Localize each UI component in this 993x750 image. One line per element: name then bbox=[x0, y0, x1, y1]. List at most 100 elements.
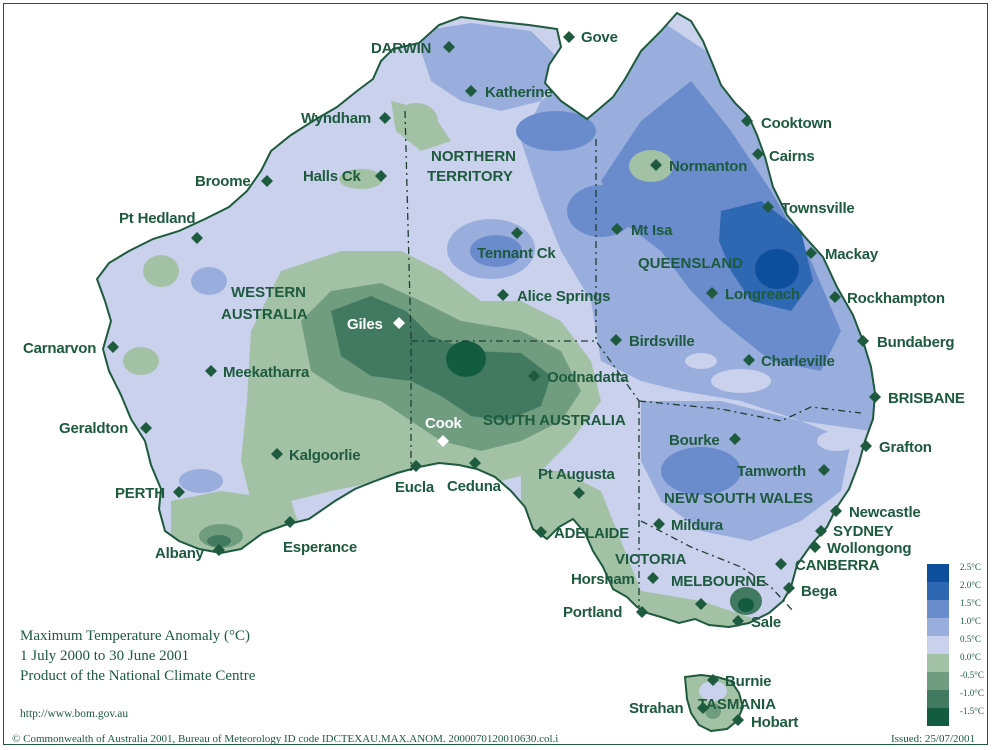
oodnadatta-label: Oodnadatta bbox=[547, 369, 629, 386]
state-borders bbox=[404, 110, 862, 612]
region-labels: NORTHERN TERRITORY QUEENSLAND WESTERN AU… bbox=[221, 148, 813, 713]
melbourne-marker bbox=[695, 598, 707, 610]
alice-springs-marker bbox=[497, 289, 509, 301]
ceduna-marker bbox=[469, 457, 481, 469]
pt-augusta-label: Pt Augusta bbox=[538, 466, 615, 483]
ceduna-label: Ceduna bbox=[447, 478, 502, 495]
tasmania-zone-2 bbox=[705, 703, 721, 719]
townsville-marker bbox=[762, 201, 774, 213]
pt-augusta-marker bbox=[573, 487, 585, 499]
mackay-label: Mackay bbox=[825, 246, 879, 263]
cook-label: Cook bbox=[425, 415, 463, 432]
bundaberg-marker bbox=[857, 335, 869, 347]
copyright-notice: © Commonwealth of Australia 2001, Bureau… bbox=[12, 733, 559, 745]
tamworth-label: Tamworth bbox=[737, 463, 806, 480]
newcastle-marker bbox=[830, 505, 842, 517]
katherine-marker bbox=[465, 85, 477, 97]
mildura-label: Mildura bbox=[671, 517, 724, 534]
grafton-marker bbox=[860, 440, 872, 452]
source-url: http://www.bom.gov.au bbox=[20, 708, 129, 720]
rockhampton-label: Rockhampton bbox=[847, 290, 945, 307]
legend-swatch bbox=[927, 636, 949, 654]
esperance-label: Esperance bbox=[283, 539, 357, 556]
geraldton-marker bbox=[140, 422, 152, 434]
gove-marker bbox=[563, 31, 575, 43]
halls-ck-marker bbox=[375, 170, 387, 182]
legend-swatch bbox=[927, 600, 949, 618]
map-producer: Product of the National Climate Centre bbox=[20, 668, 256, 684]
sydney-label: SYDNEY bbox=[833, 523, 894, 540]
perth-label: PERTH bbox=[115, 485, 165, 502]
mainland-coastline bbox=[95, 11, 877, 629]
gove-label: Gove bbox=[581, 29, 618, 46]
legend-label: 2.5°C bbox=[960, 562, 981, 572]
region-nt: NORTHERN bbox=[431, 148, 516, 165]
tasmania-zone bbox=[699, 681, 727, 701]
eucla-label: Eucla bbox=[395, 479, 435, 496]
rockhampton-marker bbox=[829, 291, 841, 303]
tennant-ck-marker bbox=[511, 227, 523, 239]
region-nt-2: TERRITORY bbox=[427, 168, 513, 185]
portland-label: Portland bbox=[563, 604, 622, 621]
longreach-marker bbox=[706, 287, 718, 299]
wyndham-label: Wyndham bbox=[301, 110, 371, 127]
bundaberg-label: Bundaberg bbox=[877, 334, 954, 351]
bourke-label: Bourke bbox=[669, 432, 719, 449]
kalgoorlie-label: Kalgoorlie bbox=[289, 447, 360, 464]
hobart-label: Hobart bbox=[751, 714, 798, 731]
charleville-marker bbox=[743, 354, 755, 366]
region-wa-2: AUSTRALIA bbox=[221, 306, 308, 323]
anomaly-zones bbox=[123, 21, 875, 627]
carnarvon-label: Carnarvon bbox=[23, 340, 96, 357]
eucla-marker bbox=[410, 460, 422, 472]
legend-label: -1.0°C bbox=[960, 688, 984, 698]
hobart-marker bbox=[732, 714, 744, 726]
pt-hedland-label: Pt Hedland bbox=[119, 210, 195, 227]
birdsville-marker bbox=[610, 334, 622, 346]
legend-swatch bbox=[927, 564, 949, 582]
legend-swatch bbox=[927, 690, 949, 708]
legend-swatch bbox=[927, 708, 949, 726]
legend-swatch bbox=[927, 582, 949, 600]
cairns-label: Cairns bbox=[769, 148, 815, 165]
map-frame: NORTHERN TERRITORY QUEENSLAND WESTERN AU… bbox=[3, 3, 988, 745]
perth-marker bbox=[173, 486, 185, 498]
tamworth-marker bbox=[818, 464, 830, 476]
charleville-label: Charleville bbox=[761, 353, 835, 370]
map-title-block: Maximum Temperature Anomaly (°C) 1 July … bbox=[20, 626, 255, 686]
halls-ck-label: Halls Ck bbox=[303, 168, 361, 185]
sale-label: Sale bbox=[751, 614, 781, 631]
region-sa: SOUTH AUSTRALIA bbox=[483, 412, 626, 429]
darwin-marker bbox=[443, 41, 455, 53]
mt-isa-marker bbox=[611, 223, 623, 235]
horsham-marker bbox=[647, 572, 659, 584]
meekatharra-marker bbox=[205, 365, 217, 377]
albany-marker bbox=[213, 544, 225, 556]
legend-label: 2.0°C bbox=[960, 580, 981, 590]
wollongong-label: Wollongong bbox=[827, 540, 911, 557]
birdsville-label: Birdsville bbox=[629, 333, 695, 350]
canberra-marker bbox=[775, 558, 787, 570]
cooktown-marker bbox=[741, 115, 753, 127]
burnie-marker bbox=[707, 674, 719, 686]
anomaly-map: NORTHERN TERRITORY QUEENSLAND WESTERN AU… bbox=[23, 11, 965, 733]
adelaide-label: ADELAIDE bbox=[554, 525, 629, 542]
melbourne-label: MELBOURNE bbox=[671, 573, 766, 590]
map-period: 1 July 2000 to 30 June 2001 bbox=[20, 648, 190, 664]
oodnadatta-marker bbox=[528, 370, 540, 382]
strahan-marker bbox=[697, 702, 709, 714]
normanton-marker bbox=[650, 159, 662, 171]
grafton-label: Grafton bbox=[879, 439, 932, 456]
legend-swatch bbox=[927, 654, 949, 672]
longreach-label: Longreach bbox=[725, 286, 800, 303]
legend-label: 0.0°C bbox=[960, 652, 981, 662]
legend-label: -0.5°C bbox=[960, 670, 984, 680]
horsham-label: Horsham bbox=[571, 571, 635, 588]
katherine-label: Katherine bbox=[485, 84, 552, 101]
map-title: Maximum Temperature Anomaly (°C) bbox=[20, 628, 251, 644]
brisbane-marker bbox=[869, 391, 881, 403]
geraldton-label: Geraldton bbox=[59, 420, 128, 437]
normanton-label: Normanton bbox=[669, 158, 747, 175]
cairns-marker bbox=[752, 148, 764, 160]
newcastle-label: Newcastle bbox=[849, 504, 921, 521]
